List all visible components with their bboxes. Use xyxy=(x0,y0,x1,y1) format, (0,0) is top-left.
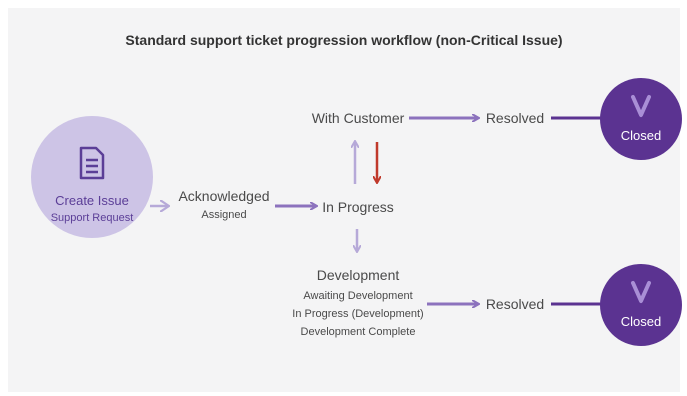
acknowledged-label: Acknowledged xyxy=(178,188,270,204)
checkmark-icon xyxy=(631,281,651,303)
create-issue-subtitle: Support Request xyxy=(50,212,134,224)
closed-bottom-node: Closed xyxy=(600,264,682,346)
resolved-top-label: Resolved xyxy=(485,110,545,126)
with-customer-label: With Customer xyxy=(311,110,405,126)
create-issue-node: Create Issue Support Request xyxy=(31,116,153,238)
development-item: Awaiting Development xyxy=(303,290,413,302)
closed-bottom-label: Closed xyxy=(620,314,662,329)
workflow-diagram: Standard support ticket progression work… xyxy=(8,8,682,392)
diagram-title: Standard support ticket progression work… xyxy=(125,32,563,48)
development-label: Development xyxy=(316,267,400,283)
closed-top-label: Closed xyxy=(620,128,662,143)
connectors xyxy=(150,8,602,392)
create-issue-title: Create Issue xyxy=(55,193,129,208)
development-item: Development Complete xyxy=(300,326,416,338)
checkmark-icon xyxy=(631,95,651,117)
assigned-label: Assigned xyxy=(201,209,247,221)
development-item: In Progress (Development) xyxy=(292,308,424,320)
in-progress-label: In Progress xyxy=(322,199,394,215)
resolved-bottom-label: Resolved xyxy=(485,296,545,312)
closed-top-node: Closed xyxy=(600,78,682,160)
document-icon xyxy=(79,146,105,180)
